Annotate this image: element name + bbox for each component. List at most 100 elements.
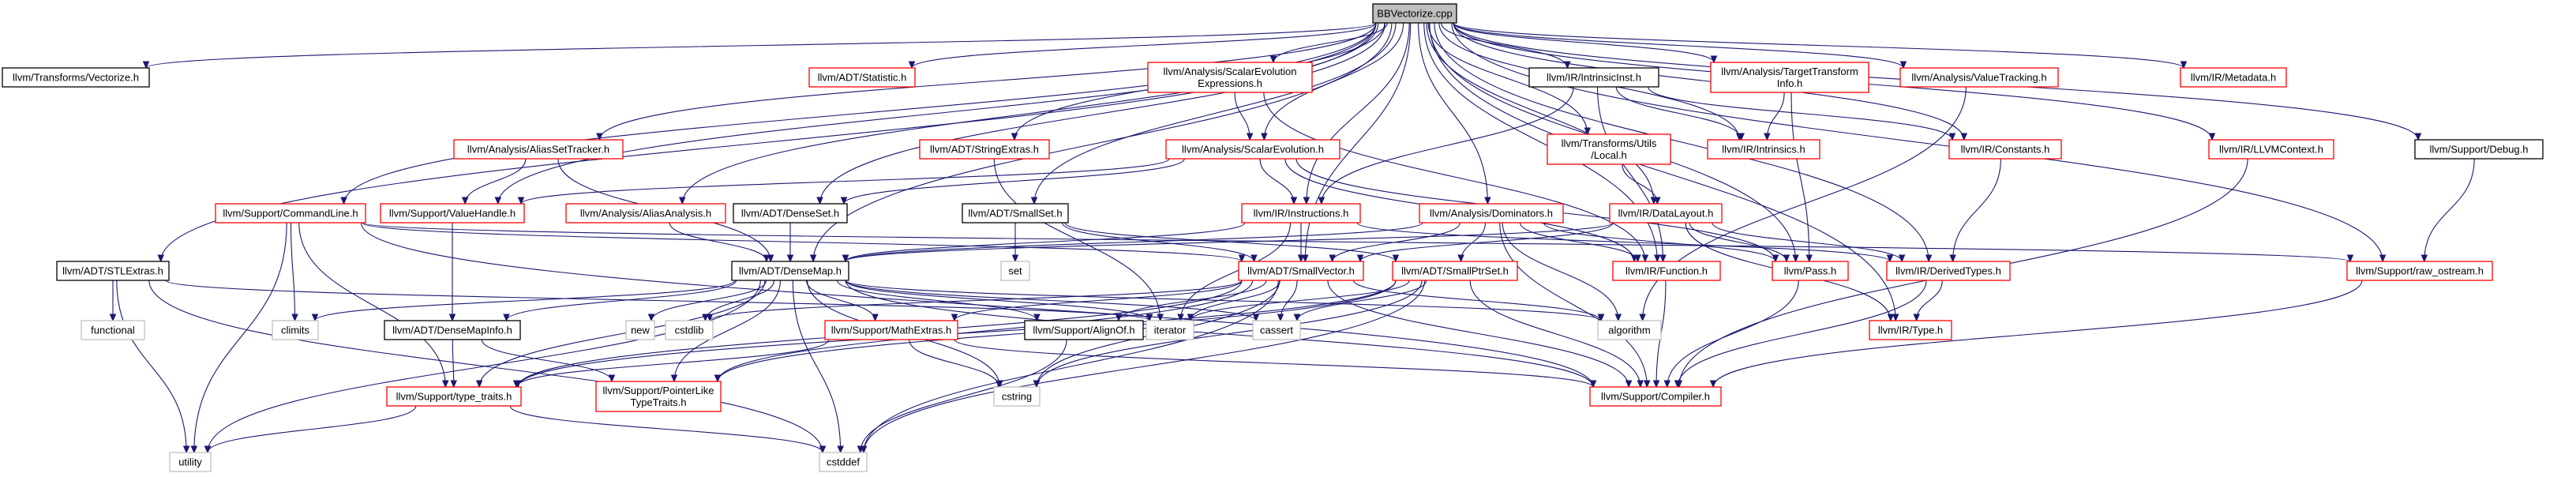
edge-arrowhead [670,374,678,383]
node-scalarevolution[interactable]: llvm/Analysis/ScalarEvolution.h [1165,139,1340,160]
edge-root-to-transutils [1427,22,1588,135]
node-intrinsics[interactable]: llvm/IR/Intrinsics.h [1707,139,1820,160]
node-derivedtypes[interactable]: llvm/IR/DerivedTypes.h [1886,261,2011,281]
node-label: functional [91,325,135,336]
node-smallset[interactable]: llvm/ADT/SmallSet.h [962,203,1069,223]
node-instructions[interactable]: llvm/IR/Instructions.h [1241,203,1361,223]
edge-root-to-rawostream [1451,22,2383,262]
node-box [2,67,150,88]
node-smallvector[interactable]: llvm/ADT/SmallVector.h [1238,261,1364,281]
node-label: llvm/Analysis/AliasAnalysis.h [580,208,711,220]
edge-commandline-to-climits [290,222,296,321]
edge-arrowhead [1187,314,1194,322]
node-box [1147,62,1313,93]
node-label: llvm/ADT/STLExtras.h [62,265,163,277]
node-valuehandle[interactable]: llvm/Support/ValueHandle.h [380,203,525,223]
node-dominators[interactable]: llvm/Analysis/Dominators.h [1419,203,1564,223]
node-box [1000,261,1030,281]
node-intrinsicinst[interactable]: llvm/IR/IntrinsicInst.h [1528,67,1659,88]
node-label: llvm/Analysis/ScalarEvolution.h [1182,144,1324,156]
edge-datalayout-to-derivedtypes [1712,222,1903,262]
node-denseset[interactable]: llvm/ADT/DenseSet.h [733,203,848,223]
node-datalayout[interactable]: llvm/IR/DataLayout.h [1609,203,1723,223]
edge-intrinsicinst-to-constants [1648,86,1953,141]
node-label: cstdlib [675,325,704,336]
edge-densemap-to-cassert [845,280,1257,321]
node-stlextras[interactable]: llvm/ADT/STLExtras.h [56,261,170,281]
edge-root-to-aliasanalysis [681,22,1379,205]
edge-arrowhead [1297,254,1305,263]
edge-aliasanalysis-to-densemap [669,222,767,262]
node-label: llvm/ADT/SmallPtrSet.h [1401,265,1509,277]
edge-arrowhead [1597,314,1605,322]
edge-arrowhead [1792,254,1799,263]
edge-root-to-aliassettracker [598,22,1377,141]
edge-arrowhead [512,380,520,389]
node-function[interactable]: llvm/IR/Function.h [1612,261,1721,281]
edge-arrowhead [448,314,456,322]
edge-arrowhead [840,197,848,205]
edge-densemap-to-utility [207,280,761,453]
edge-arrowhead [1949,254,1956,263]
edge-scalarevolution-to-denseset [843,158,1185,205]
edge-arrowhead [1783,254,1790,263]
edge-typetraits-to-utility [207,405,417,453]
node-typetraits[interactable]: llvm/Support/type_traits.h [386,386,522,407]
node-debug[interactable]: llvm/Support/Debug.h [2414,139,2544,160]
edge-arrowhead [1653,254,1661,263]
node-aliasanalysis[interactable]: llvm/Analysis/AliasAnalysis.h [565,203,726,223]
edge-smallvector-to-compiler [1327,280,1629,388]
node-box [169,452,212,472]
node-label: cassert [1260,325,1293,336]
node-valuetracking[interactable]: llvm/Analysis/ValueTracking.h [1899,67,2059,88]
node-rawostream[interactable]: llvm/Support/raw_ostream.h [2346,261,2493,281]
node-densemapinfo[interactable]: llvm/ADT/DenseMapInfo.h [384,320,521,340]
edge-arrowhead [809,254,817,263]
node-label: llvm/Support/AlignOf.h [1033,325,1134,336]
node-aliassettracker[interactable]: llvm/Analysis/AliasSetTracker.h [453,139,624,160]
edge-intrinsicinst-to-function [1596,86,1664,262]
edge-smallvector-to-mathextras [954,280,1243,321]
edge-arrowhead [1738,133,1745,141]
edge-smallvector-to-cstdlib [709,280,1243,321]
edge-rawostream-to-compiler [1712,280,2363,388]
edge-datalayout-to-pass [1689,222,1787,262]
node-smallptrset[interactable]: llvm/ADT/SmallPtrSet.h [1392,261,1518,281]
edge-root-to-derivedtypes [1434,22,1929,262]
node-constants[interactable]: llvm/IR/Constants.h [1948,139,2062,160]
node-label: llvm/ADT/Statistic.h [818,72,907,84]
node-metadata[interactable]: llvm/IR/Metadata.h [2180,67,2287,88]
node-label: llvm/Analysis/AliasSetTracker.h [467,144,609,156]
node-algorithm: algorithm [1597,320,1662,340]
node-box [81,320,145,340]
edge-arrowhead [1898,254,1906,263]
node-label: llvm/ADT/StringExtras.h [930,144,1039,156]
node-vectorize[interactable]: llvm/Transforms/Vectorize.h [2,67,150,88]
edge-arrowhead [763,254,771,263]
node-pass[interactable]: llvm/Pass.h [1772,261,1849,281]
edge-arrowhead [182,445,190,454]
node-type[interactable]: llvm/IR/Type.h [1869,320,1952,340]
node-box [993,386,1041,407]
edge-arrowhead [1805,254,1813,263]
node-alignof[interactable]: llvm/Support/AlignOf.h [1024,320,1144,340]
edge-arrowhead [1584,127,1592,136]
node-mathextras[interactable]: llvm/Support/MathExtras.h [824,320,958,340]
node-set: set [1000,261,1030,281]
node-box [1609,203,1723,223]
node-box [2414,139,2544,160]
node-commandline[interactable]: llvm/Support/CommandLine.h [215,203,366,223]
edge-root-to-denseset [819,22,1386,205]
node-stringextras[interactable]: llvm/ADT/StringExtras.h [919,139,1050,160]
node-transutils[interactable]: llvm/Transforms/Utils/Local.h [1547,133,1671,165]
node-scevexp[interactable]: llvm/Analysis/ScalarEvolutionExpressions… [1147,62,1313,93]
node-densemap[interactable]: llvm/ADT/DenseMap.h [731,261,849,281]
edge-arrowhead [678,197,686,205]
node-statistic[interactable]: llvm/ADT/Statistic.h [808,67,916,88]
edge-dominators-to-densemap [845,222,1423,262]
edge-arrowhead [1643,380,1651,389]
node-compiler[interactable]: llvm/Support/Compiler.h [1589,386,1722,407]
node-llvmcontext[interactable]: llvm/IR/LLVMContext.h [2208,139,2334,160]
